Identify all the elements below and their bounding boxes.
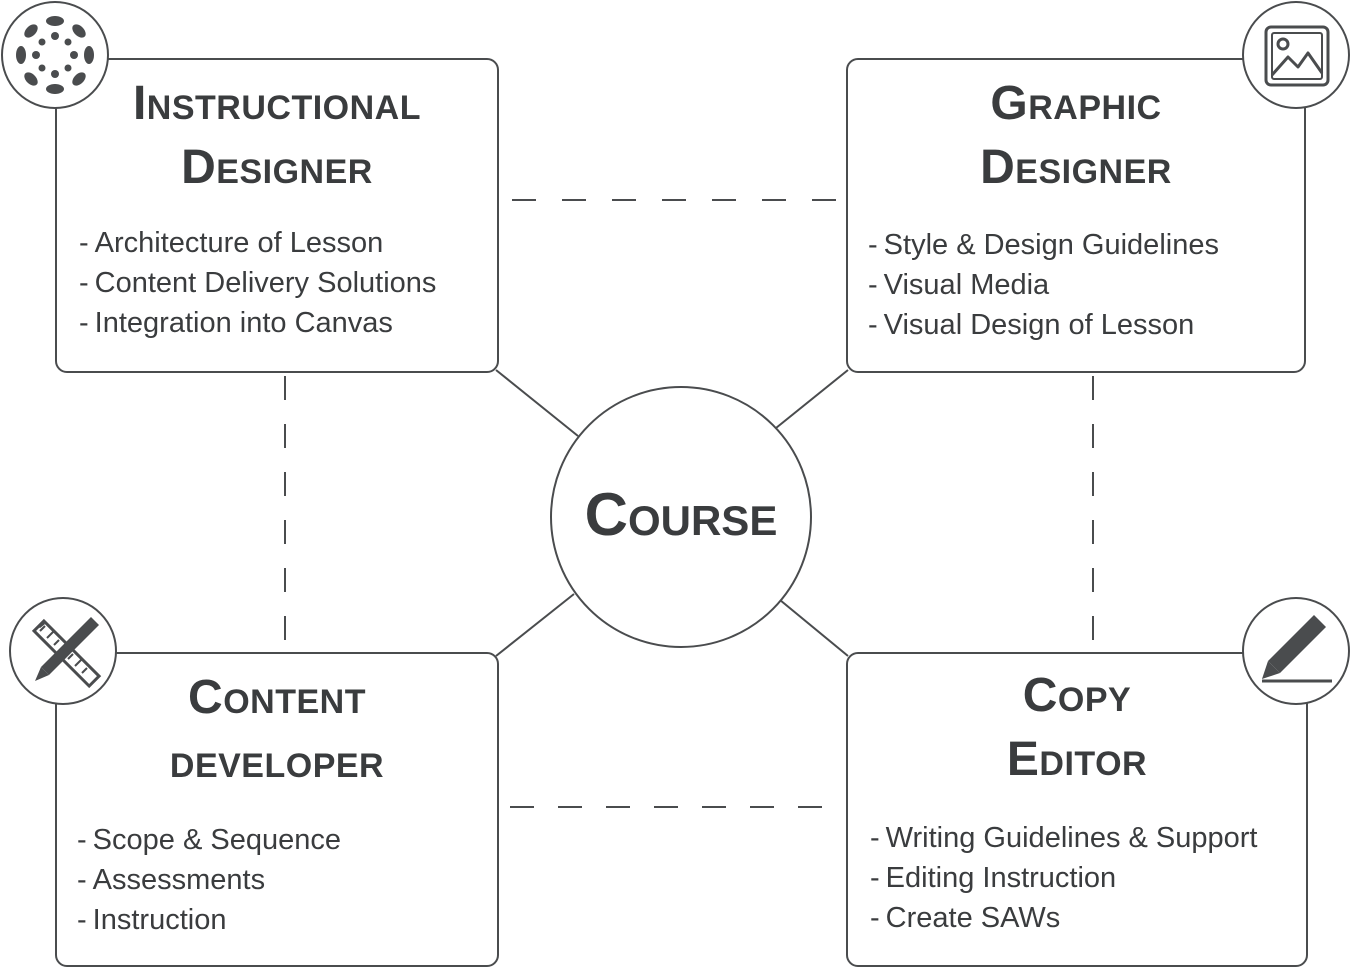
role-box-copy-editor: Copy Editor -Writing Guidelines & Suppor… xyxy=(846,652,1308,967)
role-item: -Assessments xyxy=(77,864,266,896)
role-title: Instructional Designer xyxy=(57,72,497,200)
role-item-list: -Style & Design Guidelines -Visual Media… xyxy=(868,225,1219,345)
role-item: -Architecture of Lesson xyxy=(79,227,384,259)
course-node: Course xyxy=(550,386,812,648)
role-title-line: Copy xyxy=(1022,669,1132,722)
role-title-line: Designer xyxy=(980,141,1172,194)
connector-copy-course xyxy=(779,599,849,657)
role-title-line: Content xyxy=(188,671,366,724)
role-item: -Scope & Sequence xyxy=(77,824,341,856)
role-title-line: Designer xyxy=(181,141,373,194)
role-title: Graphic Designer xyxy=(848,72,1304,200)
pencil-icon xyxy=(1242,597,1350,705)
role-item: -Writing Guidelines & Support xyxy=(870,822,1258,854)
connector-content-course xyxy=(495,593,575,657)
role-item: -Editing Instruction xyxy=(870,862,1117,894)
role-item: -Visual Design of Lesson xyxy=(868,309,1195,341)
canvas-logo-icon xyxy=(1,1,109,109)
role-item-list: -Scope & Sequence -Assessments -Instruct… xyxy=(77,820,341,940)
image-icon xyxy=(1242,1,1350,109)
role-item: -Integration into Canvas xyxy=(79,307,393,339)
role-title-line: developer xyxy=(169,735,385,788)
role-title: Content developer xyxy=(57,666,497,794)
role-title-line: Graphic xyxy=(990,77,1162,130)
role-box-content-developer: Content developer -Scope & Sequence -Ass… xyxy=(55,652,499,967)
role-item: -Style & Design Guidelines xyxy=(868,229,1219,261)
role-item-list: -Architecture of Lesson -Content Deliver… xyxy=(79,223,436,343)
connector-instructional-course xyxy=(495,369,579,437)
connector-graphic-course xyxy=(775,369,849,429)
role-item: -Instruction xyxy=(77,904,227,936)
role-item-list: -Writing Guidelines & Support -Editing I… xyxy=(870,818,1258,938)
role-title-line: Instructional xyxy=(132,77,422,130)
role-title: Copy Editor xyxy=(848,664,1306,792)
role-item: -Create SAWs xyxy=(870,902,1061,934)
pencil-ruler-icon xyxy=(9,597,117,705)
role-item: -Visual Media xyxy=(868,269,1050,301)
role-box-graphic-designer: Graphic Designer -Style & Design Guideli… xyxy=(846,58,1306,373)
role-title-line: Editor xyxy=(1006,733,1148,786)
course-label: Course xyxy=(584,481,778,548)
role-box-instructional-designer: Instructional Designer -Architecture of … xyxy=(55,58,499,373)
role-item: -Content Delivery Solutions xyxy=(79,267,437,299)
